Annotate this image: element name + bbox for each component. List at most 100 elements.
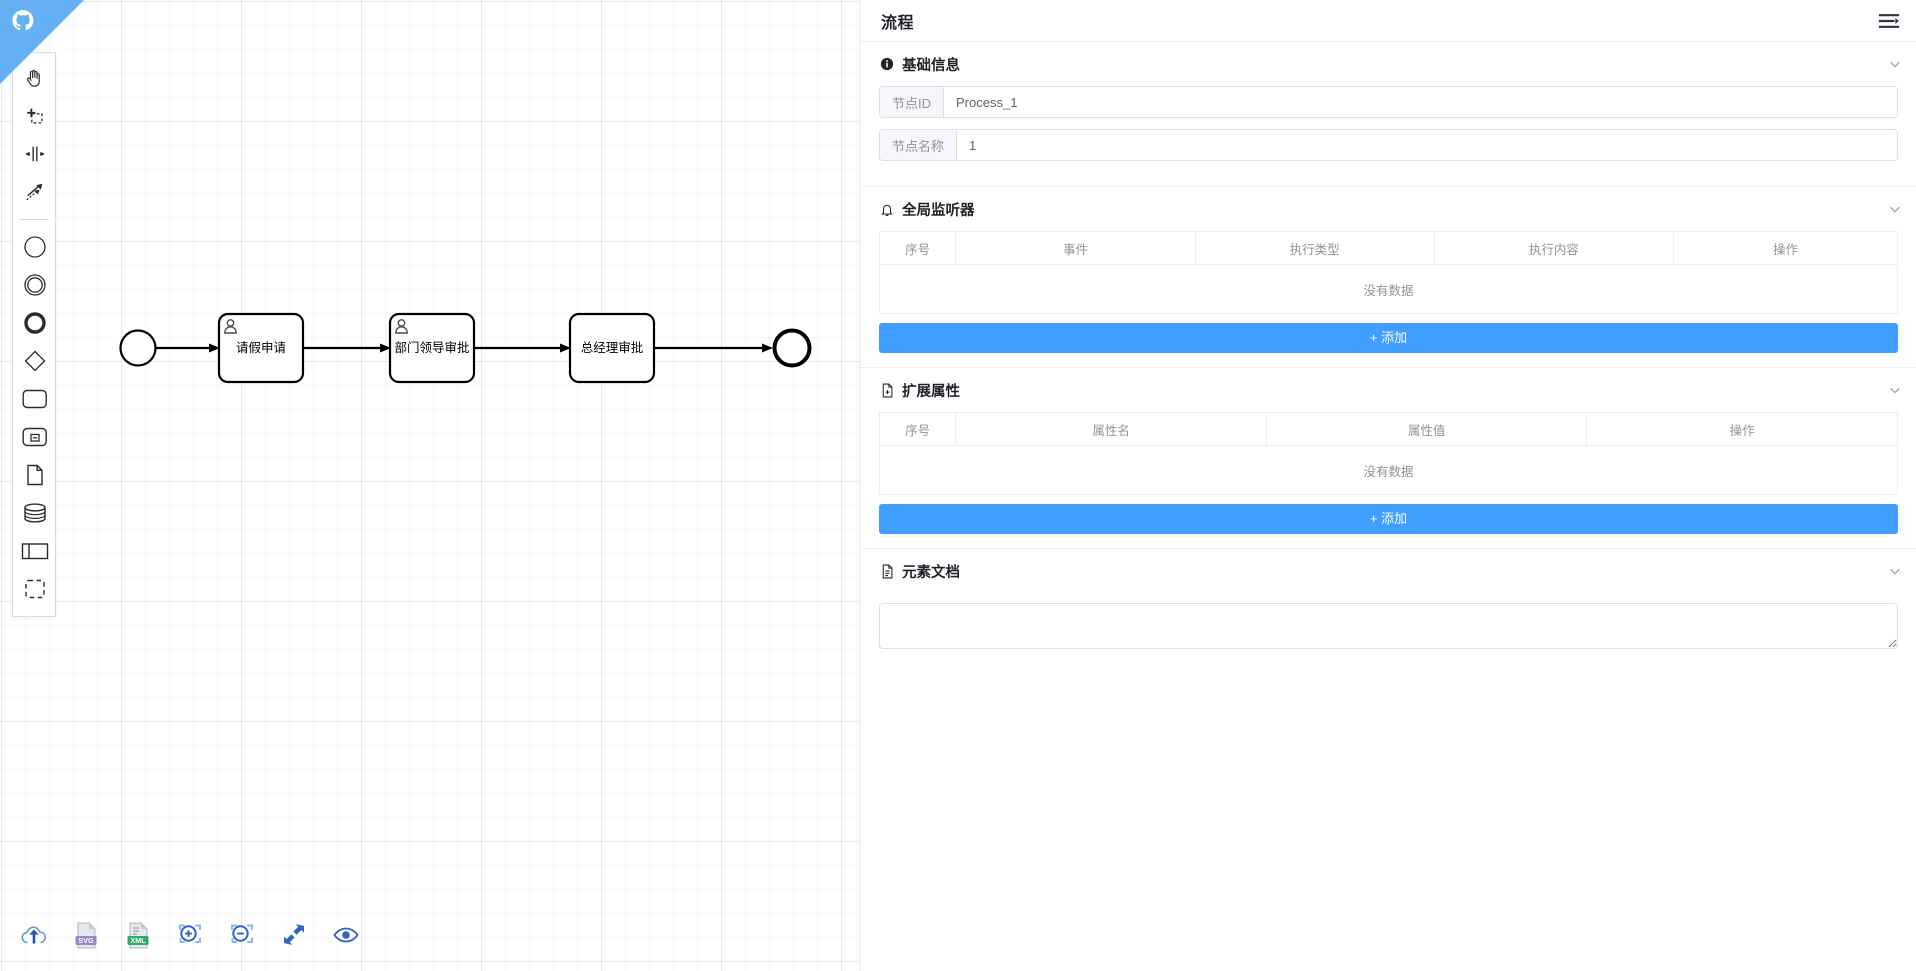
group-dashed-icon <box>25 579 45 599</box>
create-data-store-button[interactable] <box>13 494 57 532</box>
palette-group-tools <box>13 57 55 213</box>
table-header-row: 序号 属性名 属性值 操作 <box>878 412 1898 446</box>
svg-file-label: SVG <box>78 936 94 945</box>
file-text-icon <box>879 563 895 579</box>
add-extension-button[interactable]: + 添加 <box>879 504 1898 534</box>
node-id-label: 节点ID <box>880 87 945 117</box>
github-cat-icon <box>12 10 34 31</box>
documentation-textarea[interactable] <box>879 603 1898 649</box>
node-id-input[interactable] <box>944 87 1897 117</box>
node-name-label: 节点名称 <box>880 130 958 160</box>
section-header-element-documentation[interactable]: 元素文档 <box>861 549 1916 593</box>
lasso-tool-button[interactable] <box>13 97 57 135</box>
section-title: 基础信息 <box>902 57 960 74</box>
section-global-listeners: 全局监听器 序号 事件 执行类型 执行内容 操作 <box>861 187 1916 368</box>
export-xml-button[interactable]: XML <box>112 912 164 958</box>
zoom-out-button[interactable] <box>216 912 268 958</box>
field-row-node-name: 节点名称 <box>861 129 1916 161</box>
upload-cloud-icon <box>21 926 47 944</box>
empty-text: 没有数据 <box>879 264 1898 314</box>
create-task-button[interactable] <box>13 380 57 418</box>
hamburger-icon[interactable] <box>1878 12 1900 30</box>
section-title: 全局监听器 <box>902 202 975 219</box>
chevron-down-icon[interactable] <box>1888 57 1902 71</box>
field-row-node-id: 节点ID <box>861 86 1916 118</box>
subprocess-icon <box>22 427 47 447</box>
panel-header: 流程 <box>861 0 1916 42</box>
preview-button[interactable] <box>320 912 372 958</box>
circle-double-icon <box>24 274 46 296</box>
properties-panel: 流程 基础信息 <box>860 0 1916 971</box>
palette-divider <box>19 219 49 220</box>
table-empty-row: 没有数据 <box>879 264 1898 314</box>
column-header: 属性名 <box>955 412 1267 446</box>
column-header: 执行内容 <box>1434 231 1675 265</box>
create-participant-button[interactable] <box>13 532 57 570</box>
section-element-documentation: 元素文档 <box>861 549 1916 668</box>
column-header: 序号 <box>878 231 957 265</box>
rounded-rect-icon <box>22 389 47 409</box>
column-header: 属性值 <box>1266 412 1588 446</box>
create-group-button[interactable] <box>13 570 57 608</box>
listeners-table-wrap: 序号 事件 执行类型 执行内容 操作 没有数据 <box>861 231 1916 314</box>
create-data-object-button[interactable] <box>13 456 57 494</box>
node-name-input[interactable] <box>957 130 1897 160</box>
section-basic-info: 基础信息 节点ID 节点名称 <box>861 42 1916 187</box>
global-connect-tool-button[interactable] <box>13 173 57 211</box>
column-header: 序号 <box>878 412 957 446</box>
create-start-event-button[interactable] <box>13 228 57 266</box>
add-listener-button[interactable]: + 添加 <box>879 323 1898 353</box>
column-header: 操作 <box>1586 412 1898 446</box>
create-gateway-button[interactable] <box>13 342 57 380</box>
hand-icon <box>26 69 40 87</box>
space-tool-button[interactable] <box>13 135 57 173</box>
section-title: 元素文档 <box>902 564 960 581</box>
connect-arrow-icon <box>26 183 43 201</box>
circle-thin-icon <box>24 236 46 258</box>
circle-thick-icon <box>24 312 46 334</box>
github-corner-ribbon[interactable] <box>0 0 84 84</box>
section-header-global-listeners[interactable]: 全局监听器 <box>861 187 1916 231</box>
palette-group-elements <box>13 226 55 610</box>
column-header: 事件 <box>955 231 1196 265</box>
empty-text: 没有数据 <box>879 445 1898 495</box>
section-extension-properties: 扩展属性 序号 属性名 属性值 操作 <box>861 368 1916 549</box>
upload-xml-button[interactable] <box>8 912 60 958</box>
fit-screen-icon <box>284 924 304 945</box>
listeners-table: 序号 事件 执行类型 执行内容 操作 没有数据 <box>878 231 1898 314</box>
diamond-icon <box>24 350 46 372</box>
hand-tool-button[interactable] <box>13 59 57 97</box>
eye-icon <box>333 927 359 943</box>
column-header: 执行类型 <box>1195 231 1435 265</box>
chevron-down-icon[interactable] <box>1888 564 1902 578</box>
export-svg-button[interactable]: SVG <box>60 912 112 958</box>
xml-file-icon: XML <box>127 922 149 949</box>
create-end-event-button[interactable] <box>13 304 57 342</box>
element-palette <box>12 52 56 617</box>
create-subprocess-button[interactable] <box>13 418 57 456</box>
section-header-extension-properties[interactable]: 扩展属性 <box>861 368 1916 412</box>
create-intermediate-event-button[interactable] <box>13 266 57 304</box>
fit-viewport-button[interactable] <box>268 912 320 958</box>
info-circle-icon <box>879 56 895 72</box>
column-header: 操作 <box>1673 231 1898 265</box>
space-tool-icon <box>25 146 45 162</box>
file-plus-icon <box>879 382 895 398</box>
extensions-table: 序号 属性名 属性值 操作 没有数据 <box>878 412 1898 495</box>
extensions-table-wrap: 序号 属性名 属性值 操作 没有数据 <box>861 412 1916 495</box>
chevron-down-icon[interactable] <box>1888 383 1902 397</box>
canvas-bottom-toolbar: SVG XML <box>0 911 372 959</box>
zoom-in-icon <box>179 924 201 943</box>
zoom-out-icon <box>231 924 253 943</box>
panel-body: 基础信息 节点ID 节点名称 <box>861 42 1916 971</box>
table-header-row: 序号 事件 执行类型 执行内容 操作 <box>878 231 1898 265</box>
section-title: 扩展属性 <box>902 383 960 400</box>
section-header-basic-info[interactable]: 基础信息 <box>861 42 1916 86</box>
participant-pool-icon <box>21 543 49 560</box>
xml-file-label: XML <box>130 936 146 945</box>
table-empty-row: 没有数据 <box>879 445 1898 495</box>
lasso-select-icon <box>27 108 43 124</box>
chevron-down-icon[interactable] <box>1888 202 1902 216</box>
zoom-in-button[interactable] <box>164 912 216 958</box>
